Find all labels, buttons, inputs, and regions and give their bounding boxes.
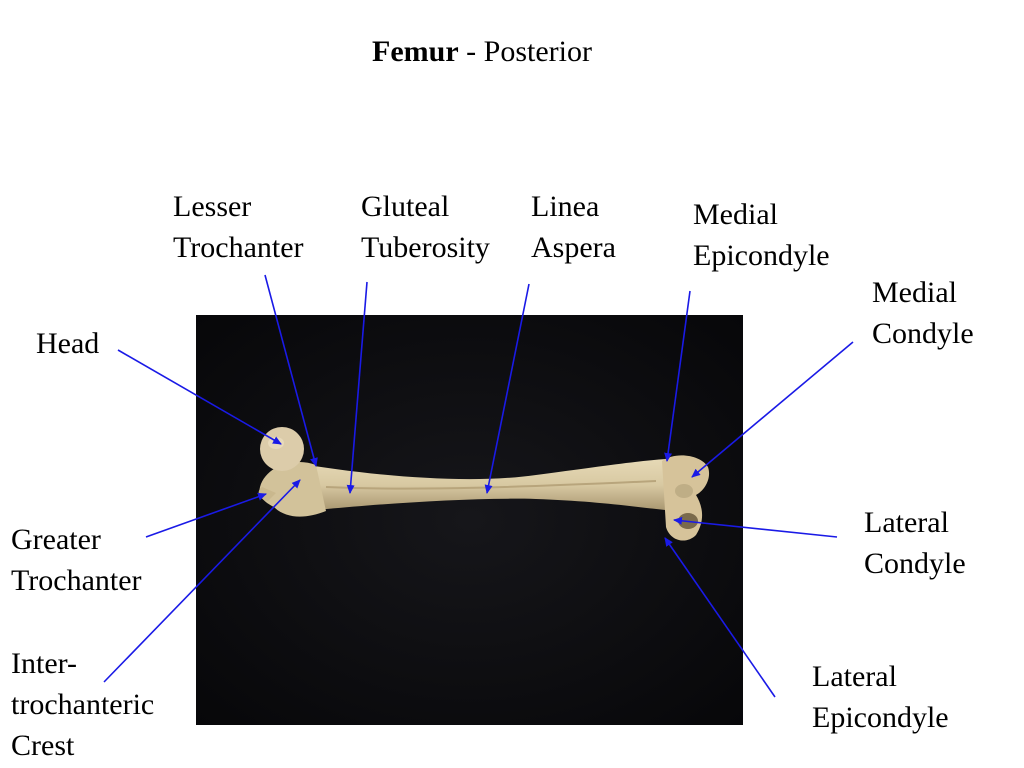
label-linea-aspera: Linea Aspera: [531, 190, 616, 264]
diagram-title: Femur - Posterior: [0, 34, 964, 70]
label-medial-condyle: Medial Condyle: [872, 276, 974, 350]
femur-photo: [196, 315, 743, 725]
label-medial-epicondyle: Medial Epicondyle: [693, 198, 830, 272]
label-greater-trochanter: Greater Trochanter: [11, 523, 142, 597]
label-lateral-condyle: Lateral Condyle: [864, 506, 966, 580]
label-lateral-epicondyle: Lateral Epicondyle: [812, 660, 949, 734]
label-intertrochanteric-crest: Inter- trochanteric Crest: [11, 647, 155, 762]
label-head: Head: [36, 327, 100, 360]
label-gluteal-tuberosity: Gluteal Tuberosity: [361, 190, 490, 264]
title-rest: - Posterior: [458, 35, 592, 68]
label-lesser-trochanter: Lesser Trochanter: [173, 190, 304, 264]
title-bold: Femur: [372, 35, 459, 68]
